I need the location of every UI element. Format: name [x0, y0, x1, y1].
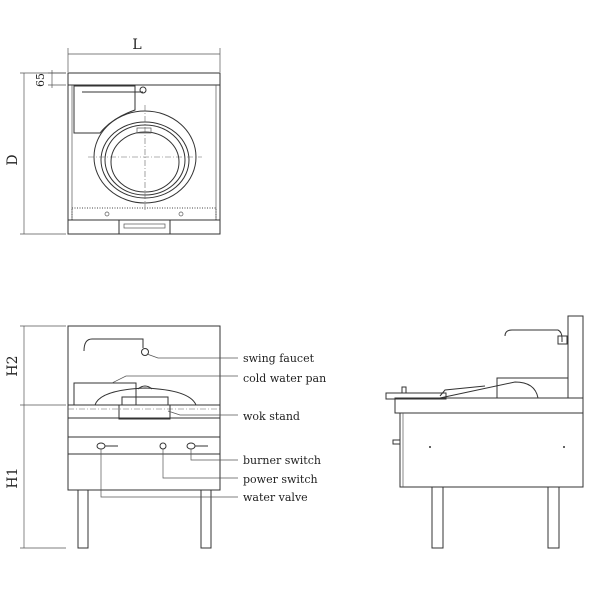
- top-outline: [67, 72, 221, 235]
- callout-swing-faucet: swing faucet: [243, 352, 315, 365]
- callout-burner-switch: burner switch: [243, 454, 321, 467]
- side-faucet: [504, 329, 563, 342]
- back-splash: [567, 315, 584, 399]
- water-valve-knob: [96, 442, 106, 450]
- power-switch-button: [159, 442, 167, 450]
- upper-height-label: H2: [5, 355, 21, 376]
- wok-stand: [118, 404, 171, 420]
- front-outline: [67, 325, 221, 491]
- depth-label: D: [5, 154, 21, 165]
- lower-height-label: H1: [5, 467, 21, 488]
- front-view: H2 H1 swing faucet cold water pan wok st…: [5, 325, 326, 549]
- side-view: [385, 315, 584, 549]
- drawer-handle: [118, 219, 171, 235]
- side-body: [399, 412, 584, 488]
- cold-water-pan: [73, 382, 137, 406]
- callout-power-switch: power switch: [243, 473, 318, 486]
- top-offset-label: 65: [34, 73, 47, 87]
- side-leg-front: [431, 486, 444, 549]
- front-leg-right: [200, 489, 212, 549]
- callout-wok-stand: wok stand: [243, 410, 300, 423]
- swing-faucet: [83, 338, 144, 352]
- callout-water-valve: water valve: [243, 491, 308, 504]
- burner-switch-knob: [186, 442, 196, 450]
- side-leg-back: [547, 486, 560, 549]
- side-countertop: [394, 397, 584, 414]
- wok-lid: [94, 387, 197, 406]
- front-leg-left: [77, 489, 89, 549]
- length-label: L: [132, 37, 141, 53]
- faucet-top: [139, 86, 147, 94]
- drip-grille: [71, 207, 217, 221]
- callout-cold-water-pan: cold water pan: [243, 372, 326, 385]
- top-view: L D 65: [5, 37, 221, 235]
